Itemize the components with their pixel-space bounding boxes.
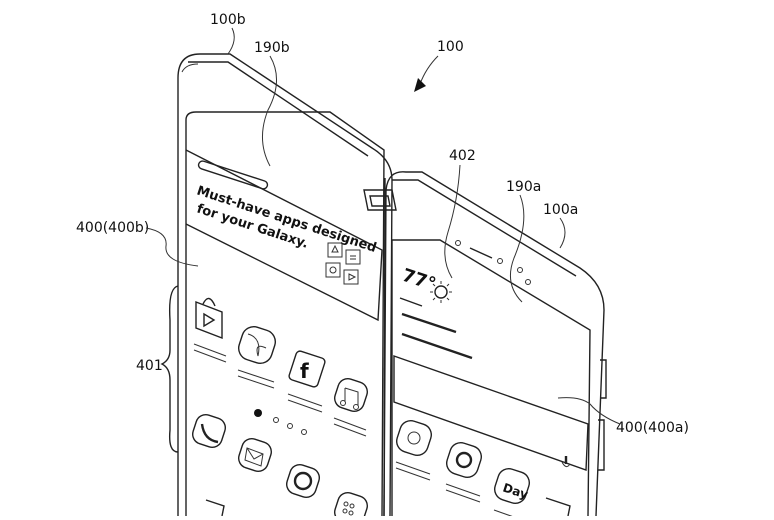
- facebook-icon: f: [287, 350, 326, 413]
- sun-icon: [430, 281, 452, 303]
- weather-widget: 77°: [399, 265, 473, 360]
- page-indicator: [254, 409, 307, 435]
- label-100b: 100b: [210, 12, 246, 28]
- right-device-body: [383, 171, 607, 517]
- store-bag-icon: [193, 297, 227, 363]
- mail-icon: [237, 437, 273, 473]
- camera-icon: [445, 441, 483, 503]
- label-400b: 400(400b): [76, 220, 149, 236]
- email-icon: [395, 419, 433, 481]
- right-top-sensors: [455, 240, 531, 285]
- label-401: 401: [136, 358, 163, 374]
- label-100: 100: [437, 39, 464, 55]
- hinge-block: [363, 189, 397, 211]
- gallery-icon: [237, 325, 277, 389]
- left-screen-banner: Must-have apps designed for your Galaxy.: [185, 149, 383, 322]
- label-400a: 400(400a): [616, 420, 689, 436]
- phone-icon: [191, 413, 227, 449]
- label-190a: 190a: [506, 179, 541, 195]
- day-app-icon: Day: [493, 467, 531, 520]
- mic-icon: [561, 456, 571, 468]
- browser-icon: [285, 463, 321, 499]
- reference-labels: 100b 190b 100 402 190a 100a 400(400b) 40…: [76, 12, 689, 453]
- svg-text:Day: Day: [501, 481, 530, 502]
- label-190b: 190b: [254, 40, 290, 56]
- banner-icon-grid: [325, 242, 361, 285]
- music-icon: [333, 377, 369, 437]
- svg-text:f: f: [300, 359, 309, 383]
- apps-icon: [333, 491, 369, 520]
- search-bar: [393, 355, 589, 471]
- left-app-icons: f: [191, 297, 369, 520]
- temperature-text: 77°: [399, 265, 438, 295]
- label-100a: 100a: [543, 202, 578, 218]
- label-402: 402: [449, 148, 476, 164]
